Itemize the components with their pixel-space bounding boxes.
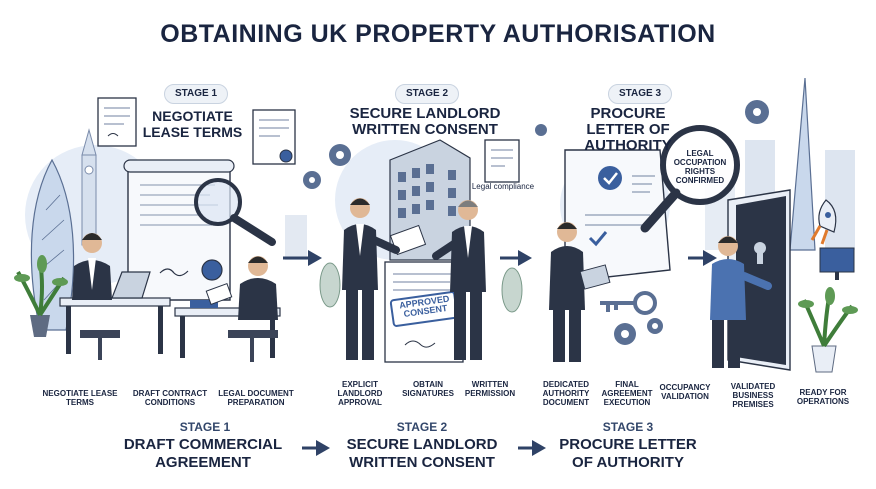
legal-compliance-label: Legal compliance xyxy=(471,182,535,191)
bottom-stage1-title: DRAFT COMMERCIAL AGREEMENT xyxy=(123,436,283,471)
person-seated-left xyxy=(72,233,120,360)
person-at-door xyxy=(710,236,772,368)
gear-icon xyxy=(303,144,351,189)
stage3-scene xyxy=(535,100,858,373)
stage2-heading: SECURE LANDLORD WRITTEN CONSENT xyxy=(349,105,501,138)
bottom-stage3-title: PROCURE LETTER OF AUTHORITY xyxy=(559,436,697,471)
bottom-stage3-number: STAGE 3 xyxy=(602,420,654,434)
person-standing-right xyxy=(432,200,486,360)
step-dedicated-authority-document: DEDICATED AUTHORITY DOCUMENT xyxy=(542,380,590,407)
stage1-scene xyxy=(14,97,296,362)
bottom-stage2-title: SECURE LANDLORD WRITTEN CONSENT xyxy=(346,436,498,471)
step-ready-for-operations: READY FOR OPERATIONS xyxy=(796,388,850,406)
stage2-badge: STAGE 2 xyxy=(395,84,459,104)
flow-arrows xyxy=(283,250,717,456)
step-written-permission: WRITTEN PERMISSION xyxy=(464,380,516,398)
step-legal-document-preparation: LEGAL DOCUMENT PREPARATION xyxy=(218,389,294,407)
stage3-heading: PROCURE LETTER OF AUTHORITY xyxy=(584,105,672,154)
step-explicit-landlord-approval: EXPLICIT LANDLORD APPROVAL xyxy=(337,380,383,407)
step-obtain-signatures: OBTAIN SIGNATURES xyxy=(402,380,454,398)
bottom-stage1-number: STAGE 1 xyxy=(179,420,231,434)
certificate-icon xyxy=(252,109,296,165)
gear-icon xyxy=(535,100,769,136)
stage2-scene xyxy=(303,139,523,363)
document-icon xyxy=(97,97,137,147)
desk-left xyxy=(59,271,171,354)
seal-icon xyxy=(201,259,223,281)
person-standing-left xyxy=(342,198,400,360)
magnifier-icon xyxy=(640,125,740,233)
step-final-agreement-execution: FINAL AGREEMENT EXECUTION xyxy=(601,380,653,407)
legal-occupation-label: LEGAL OCCUPATION RIGHTS CONFIRMED xyxy=(673,149,727,185)
step-occupancy-validation: OCCUPANCY VALIDATION xyxy=(659,383,711,401)
step-draft-contract-conditions: DRAFT CONTRACT CONDITIONS xyxy=(132,389,208,407)
stage1-badge: STAGE 1 xyxy=(164,84,228,104)
rocket-icon xyxy=(810,199,837,245)
plant-left xyxy=(14,255,68,337)
stage1-heading: NEGOTIATE LEASE TERMS xyxy=(142,108,243,140)
plant-right xyxy=(798,287,858,373)
bottom-stage2-number: STAGE 2 xyxy=(396,420,448,434)
trees xyxy=(319,262,523,313)
step-validated-business-premises: VALIDATED BUSINESS PREMISES xyxy=(730,382,776,409)
legal-compliance-document xyxy=(484,139,520,183)
gear-icon xyxy=(614,318,663,345)
monitor-icon xyxy=(819,247,855,280)
key-icon xyxy=(600,291,657,315)
step-negotiate-lease-terms: NEGOTIATE LEASE TERMS xyxy=(42,389,118,407)
magnifier-icon xyxy=(194,178,276,246)
person-with-tablet xyxy=(549,222,611,362)
person-seated-right xyxy=(205,256,278,362)
page-title: OBTAINING UK PROPERTY AUTHORISATION xyxy=(160,20,716,48)
stage3-badge: STAGE 3 xyxy=(608,84,672,104)
